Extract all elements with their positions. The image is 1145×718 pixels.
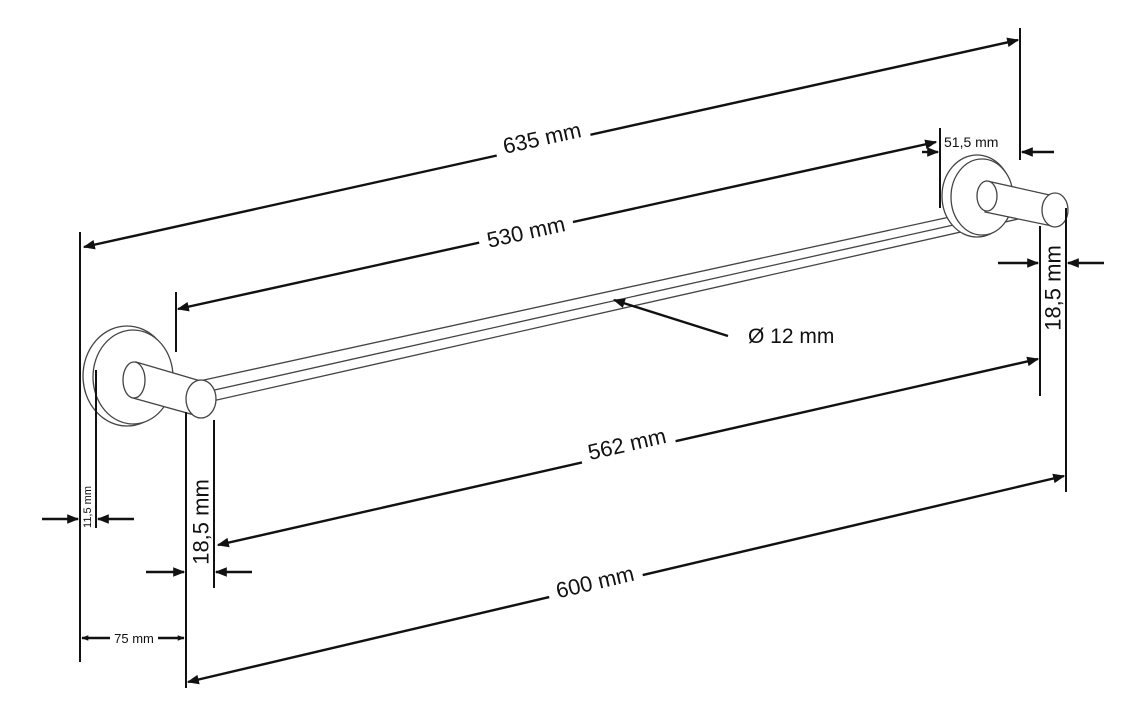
label-rose-diameter: 51,5 mm xyxy=(944,134,998,150)
towel-rod xyxy=(203,198,1037,403)
left-post-back xyxy=(122,361,146,399)
label-post-diameter-right: 18,5 mm xyxy=(1041,245,1066,331)
label-bar-diameter: Ø 12 mm xyxy=(748,325,834,348)
label-bar-length: 530 mm xyxy=(484,211,567,253)
right-post-end-cap xyxy=(1041,192,1069,228)
label-post-diameter-left: 18,5 mm xyxy=(189,479,214,565)
label-center-distance: 562 mm xyxy=(585,423,668,465)
dimension-labels: 635 mm 530 mm 562 mm 600 mm Ø 12 mm 51,5… xyxy=(82,113,1066,646)
label-projection: 75 mm xyxy=(114,631,154,646)
label-overall-length: 635 mm xyxy=(500,117,583,159)
short-arrows xyxy=(42,147,1104,641)
diameter-leader xyxy=(612,298,729,338)
label-outer-length: 600 mm xyxy=(553,561,636,603)
label-rose-thickness: 11,5 mm xyxy=(82,486,94,528)
left-post-end-cap xyxy=(185,379,217,419)
right-post-back xyxy=(976,180,998,212)
